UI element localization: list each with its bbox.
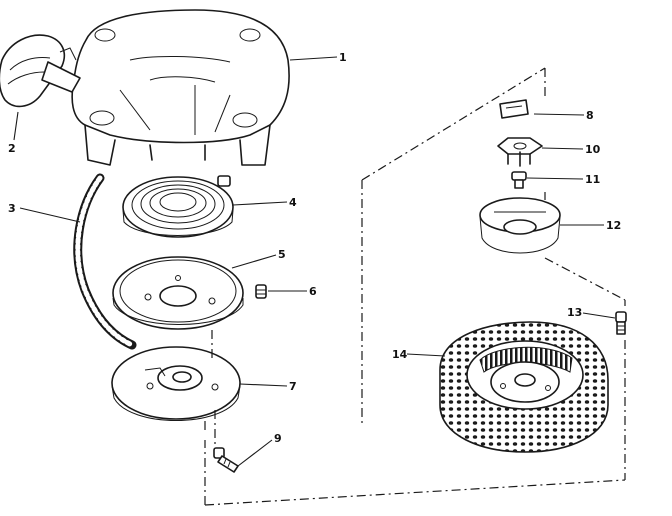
- callout-2: 2: [8, 142, 16, 155]
- screw-9: [213, 447, 239, 473]
- leader-lines: [13, 56, 616, 467]
- starter-housing: [71, 9, 290, 166]
- starter-handle: [0, 34, 81, 108]
- screw-13: [615, 311, 627, 335]
- recoil-spring: [122, 175, 234, 238]
- starter-cup: [479, 197, 561, 254]
- screw-6: [255, 284, 267, 299]
- flywheel-screen: [439, 321, 609, 453]
- pawl-retainer: [497, 137, 543, 167]
- callout-13: 13: [567, 306, 582, 319]
- callout-6: 6: [309, 285, 317, 298]
- callout-11: 11: [585, 173, 600, 186]
- callout-5: 5: [278, 248, 286, 261]
- retainer-plate: [112, 256, 244, 330]
- callout-4: 4: [289, 196, 297, 209]
- screw-11: [511, 171, 527, 189]
- starter-rope: [73, 173, 137, 350]
- callout-1: 1: [339, 51, 347, 64]
- callout-3: 3: [8, 202, 16, 215]
- assembly-line-center: [211, 330, 216, 445]
- rope-pulley: [111, 346, 241, 421]
- callout-14: 14: [392, 348, 408, 361]
- assembly-line: [204, 67, 626, 506]
- spring-clip: [499, 99, 529, 119]
- callout-9: 9: [274, 432, 282, 445]
- callout-8: 8: [586, 109, 594, 122]
- callout-7: 7: [289, 380, 297, 393]
- callout-12: 12: [606, 219, 621, 232]
- callout-10: 10: [585, 143, 601, 156]
